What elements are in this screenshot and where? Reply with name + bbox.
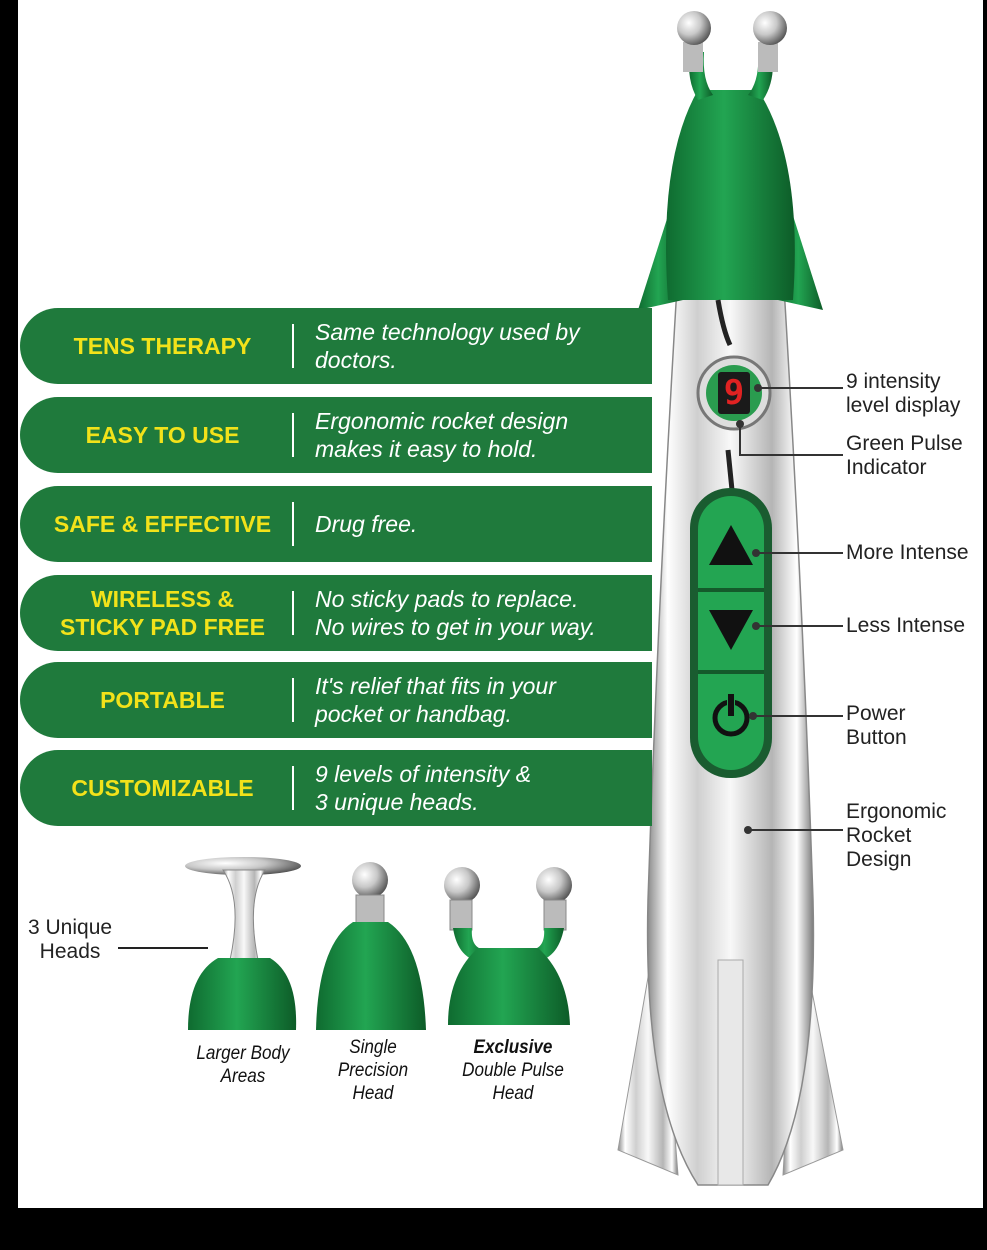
head-caption-larger: Larger Body Areas: [196, 1043, 290, 1087]
intensity-display-digit: 9: [718, 372, 750, 414]
feature-easy-to-use: EASY TO USE Ergonomic rocket design make…: [20, 397, 652, 473]
head-caption-single: Single Precision Head: [337, 1037, 409, 1104]
rocket-device-illustration: [118, 11, 844, 1186]
feature-description: No sticky pads to replace. No wires to g…: [315, 586, 596, 640]
callout-power-button: Power Button: [846, 702, 907, 749]
feature-customizable: CUSTOMIZABLE 9 levels of intensity & 3 u…: [20, 750, 652, 826]
callout-intensity-display: 9 intensity level display: [846, 370, 961, 417]
feature-title: CUSTOMIZABLE: [71, 775, 254, 801]
feature-wireless: WIRELESS & STICKY PAD FREE No sticky pad…: [20, 575, 652, 651]
heads-label: 3 Unique Heads: [28, 916, 113, 963]
divider: [292, 324, 294, 368]
feature-title: EASY TO USE: [85, 422, 240, 448]
feature-description: Same technology used by doctors.: [315, 319, 580, 373]
feature-title: TENS THERAPY: [73, 333, 252, 359]
feature-title: SAFE & EFFECTIVE: [53, 511, 272, 537]
divider: [292, 591, 294, 635]
feature-description: 9 levels of intensity & 3 unique heads.: [315, 761, 532, 815]
feature-title: WIRELESS & STICKY PAD FREE: [60, 586, 265, 640]
callout-less-intense: Less Intense: [846, 614, 966, 637]
divider: [292, 502, 294, 546]
product-infographic: 9 TENS THERAPY Same technology used by d…: [18, 0, 983, 1208]
feature-title: PORTABLE: [100, 687, 225, 713]
head-caption-double: Exclusive Double Pulse Head: [450, 1036, 576, 1105]
callout-more-intense: More Intense: [846, 541, 969, 564]
divider: [292, 413, 294, 457]
feature-safe-effective: SAFE & EFFECTIVE Drug free.: [20, 486, 652, 562]
feature-description: Ergonomic rocket design makes it easy to…: [315, 408, 569, 462]
head-caption-double-bold: Exclusive: [473, 1037, 553, 1058]
head-caption-double-rest: Double Pulse Head: [462, 1060, 564, 1104]
callout-ergonomic-design: Ergonomic Rocket Design: [846, 800, 947, 871]
divider: [292, 766, 294, 810]
feature-tens-therapy: TENS THERAPY Same technology used by doc…: [20, 308, 652, 384]
callout-green-pulse: Green Pulse Indicator: [846, 432, 963, 479]
feature-description: It's relief that fits in your pocket or …: [315, 673, 556, 727]
feature-portable: PORTABLE It's relief that fits in your p…: [20, 662, 652, 738]
feature-description: Drug free.: [315, 511, 418, 537]
divider: [292, 678, 294, 722]
